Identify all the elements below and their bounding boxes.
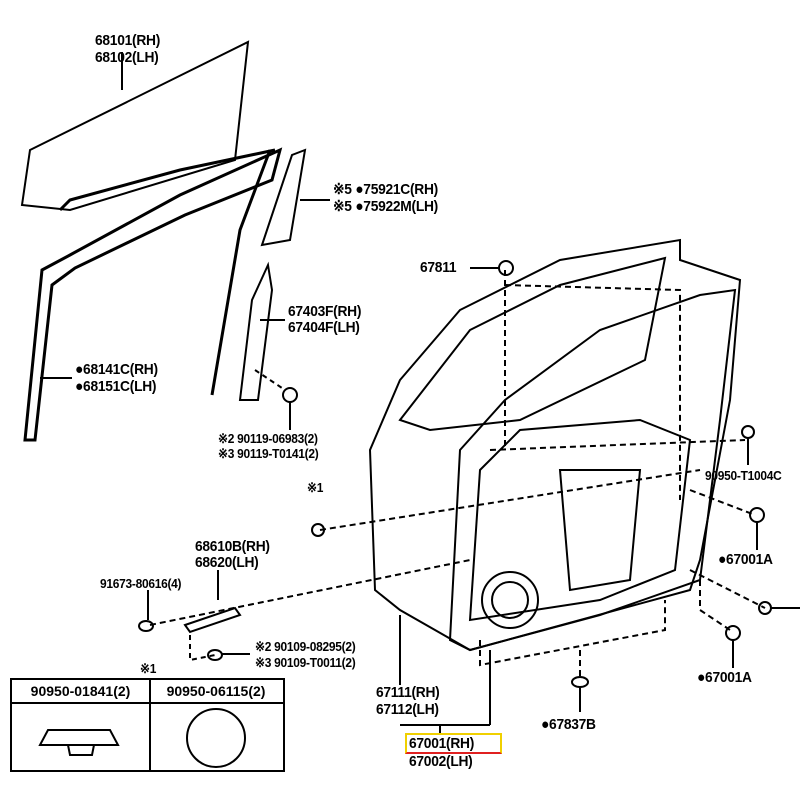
cushion-upper-label[interactable]: ●67001A: [718, 551, 773, 568]
screw-top-label-1[interactable]: ※2 90119-06983(2): [218, 431, 318, 446]
check-label-rh[interactable]: 68610B(RH): [195, 538, 270, 555]
channel-label-lh[interactable]: 67404F(LH): [288, 319, 360, 336]
hinge-cap-label[interactable]: 67811: [420, 259, 457, 276]
panel-label-lh[interactable]: 67112(LH): [376, 701, 439, 718]
clip-reference-table: 90950-01841(2) 90950-06115(2): [10, 678, 285, 772]
screw-top-label-2[interactable]: ※3 90119-T0141(2): [218, 446, 319, 461]
plug-label[interactable]: ●67837B: [541, 716, 596, 733]
clip-right-label[interactable]: 90950-T1004C: [705, 468, 782, 483]
bolt-lower-label-2[interactable]: ※3 90109-T0011(2): [255, 655, 356, 670]
cushion-lower-label[interactable]: ●67001A: [697, 669, 752, 686]
glass-run: [23, 147, 283, 442]
run-label-lh[interactable]: ●68151C(LH): [75, 378, 157, 395]
table-header-clip-2[interactable]: 90950-06115(2): [149, 680, 283, 704]
door-check: [183, 606, 242, 634]
glass-label-rh[interactable]: 68101(RH): [95, 32, 161, 49]
door-glass: [20, 40, 250, 212]
bolt-check-label[interactable]: 91673-80616(4): [100, 576, 182, 591]
glass-label-lh[interactable]: 68102(LH): [95, 49, 159, 66]
selected-part-highlight: [405, 733, 502, 754]
check-label-lh[interactable]: 68620(LH): [195, 554, 259, 571]
table-divider: [149, 680, 151, 770]
bolt-lower-label-1[interactable]: ※2 90109-08295(2): [255, 639, 356, 654]
ref1-table-label: ※1: [140, 661, 157, 676]
panel-label-rh[interactable]: 67111(RH): [376, 684, 440, 701]
molding-label-lh[interactable]: ※5 ●75922M(LH): [333, 198, 439, 215]
molding-label-rh[interactable]: ※5 ●75921C(RH): [333, 181, 439, 198]
channel-label-rh[interactable]: 67403F(RH): [288, 303, 362, 320]
door-panel: [368, 238, 742, 652]
pillar-molding: [260, 148, 307, 247]
table-header-clip-1[interactable]: 90950-01841(2): [12, 680, 151, 704]
door-assy-label-rh[interactable]: 67001(RH): [409, 735, 475, 752]
ref1-mid-label: ※1: [307, 480, 324, 495]
division-channel: [238, 261, 274, 401]
door-assy-label-lh[interactable]: 67002(LH): [409, 753, 473, 770]
run-label-rh[interactable]: ●68141C(RH): [75, 361, 158, 378]
